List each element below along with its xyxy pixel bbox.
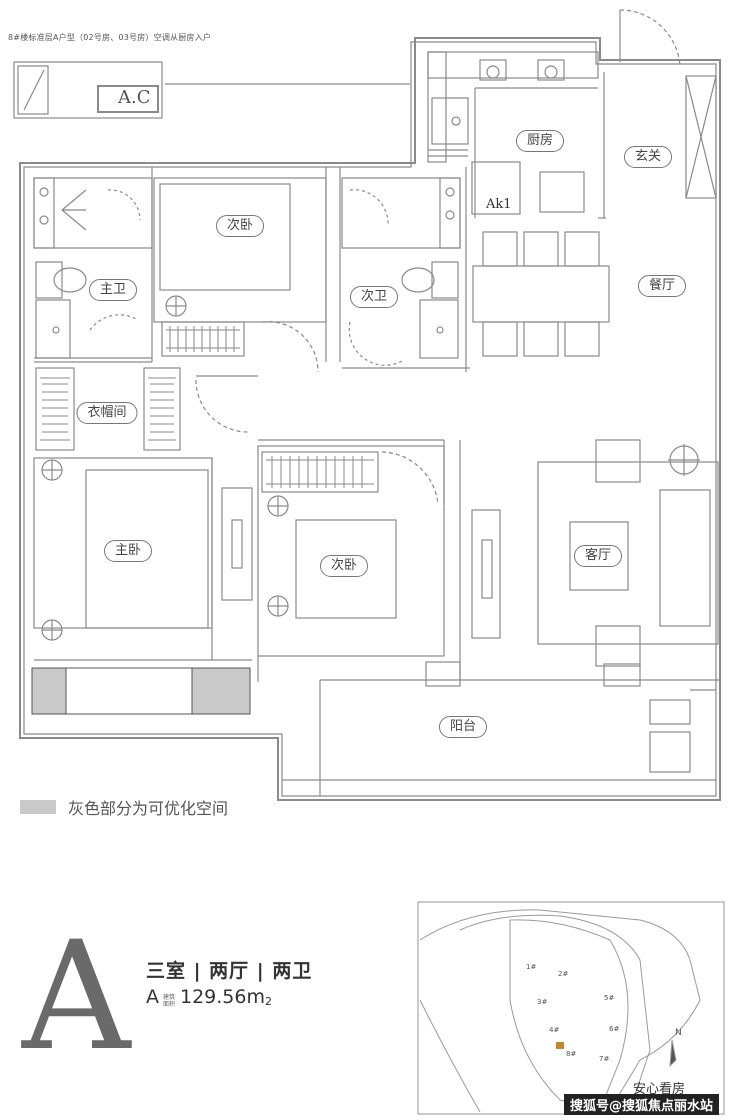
building-label-2: 2# [558,970,569,978]
header-note: 8#楼标准层A户型（02号房、03号房）空调从厨房入户 [8,33,212,42]
watermark-brand: 安心看房 [633,1082,686,1097]
legend: 灰色部分为可优化空间 [20,795,228,819]
watermark-source: 搜狐号@搜狐焦点丽水站 [564,1094,720,1115]
room-label-living: 客厅 [573,545,623,567]
building-label-6: 6# [609,1025,620,1033]
building-label-8: 8# [566,1050,577,1058]
building-label-7: 7# [599,1055,610,1063]
room-label-second-bedroom-mid: 次卧 [319,555,369,577]
room-label-second-bath: 次卫 [349,286,399,308]
room-label-entrance: 玄关 [623,146,673,168]
building-label-5: 5# [604,994,615,1002]
ak-label: Ak1 [486,197,512,212]
north-label: N [675,1028,682,1038]
room-label-kitchen: 厨房 [515,130,565,152]
site-plan [417,901,725,1115]
unit-letter: A [22,910,131,1084]
room-label-master-bath: 主卫 [88,279,138,301]
room-label-balcony: 阳台 [438,716,488,738]
unit-layout: 三室 | 两厅 | 两卫 [146,960,313,982]
room-label-second-bedroom: 次卧 [215,215,265,237]
area-sup: 2 [265,995,272,1008]
building-label-1: 1# [526,963,537,971]
room-label-cloakroom: 衣帽间 [76,402,138,424]
ac-label: A.C [118,87,151,108]
building-label-3: 3# [537,998,548,1006]
legend-swatch [20,800,56,814]
room-label-dining: 餐厅 [637,275,687,297]
unit-code: A [146,986,159,1008]
building-label-4: 4# [549,1026,560,1034]
area-label: 建筑面积 [163,994,176,1008]
area-value: 129.56m [180,986,265,1008]
legend-text: 灰色部分为可优化空间 [68,799,229,818]
room-label-master-bedroom: 主卧 [103,540,153,562]
